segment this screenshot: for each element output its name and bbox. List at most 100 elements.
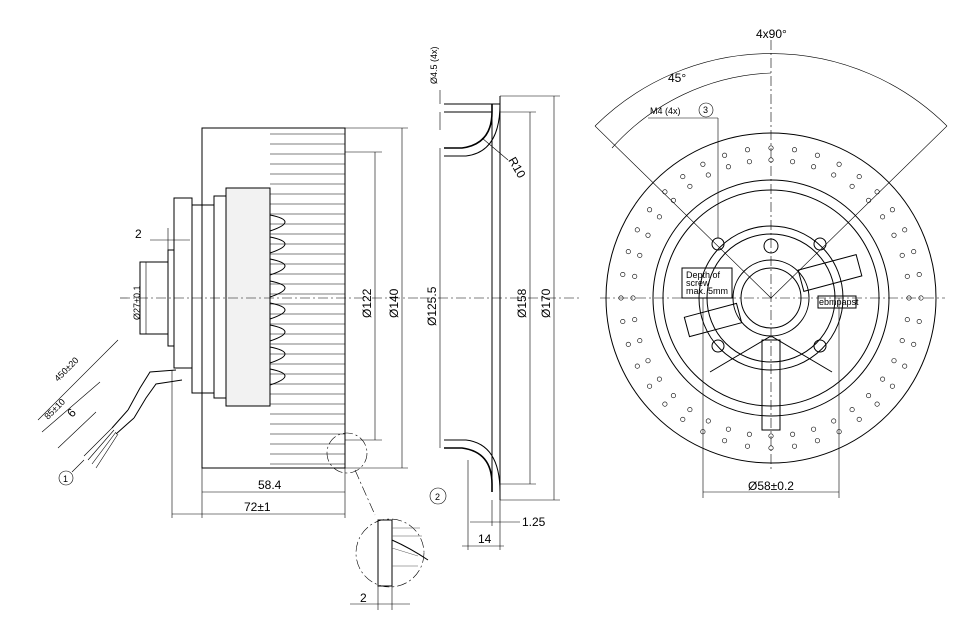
blade-hole	[811, 426, 817, 432]
blade-lines	[270, 133, 345, 465]
blade-hole	[856, 174, 862, 180]
arc-4x90	[594, 53, 948, 127]
depth-note-box	[681, 267, 733, 299]
label-len-72: 72±1	[244, 500, 271, 514]
blade-hole	[814, 438, 820, 444]
callout-2: 2	[435, 492, 440, 502]
dim-122-140: Ø122 Ø140	[345, 127, 408, 469]
front-view: Depth of screw max. 5mm ebmpapst 4x90° 4…	[594, 27, 948, 498]
detail-view-2: 2 2	[350, 487, 447, 610]
blade-hole	[662, 189, 668, 195]
label-dim-2-bottom: 2	[360, 591, 367, 605]
rotor-fin	[269, 280, 286, 298]
backplate	[225, 187, 271, 407]
label-dia-158: Ø158	[515, 288, 529, 318]
blade-hole	[725, 426, 731, 432]
blade-hole	[831, 172, 837, 178]
dim-cable: 450±20 85±10 6 1	[37, 339, 119, 486]
screw-hole-4	[813, 339, 827, 353]
arc-45	[611, 72, 772, 149]
label-dim-2-top: 2	[135, 227, 142, 241]
blade-hole	[899, 252, 905, 258]
label-wire-len: 6	[64, 405, 79, 420]
dim-hub: 2 Ø27±0.1	[132, 227, 190, 335]
screw-hole-2	[813, 237, 827, 251]
blade-hole	[680, 174, 686, 180]
blade-hole	[630, 295, 636, 301]
blade-hole	[849, 407, 855, 413]
label-dia-170: Ø170	[539, 288, 553, 318]
note-depth-line1: Depth of	[686, 270, 721, 280]
label-mount-hole: Ø4.5 (4x)	[429, 46, 439, 84]
blade-hole	[620, 271, 626, 277]
detail-circle	[326, 432, 368, 474]
blade-hole	[866, 393, 872, 399]
ring-profile-bottom	[444, 447, 493, 492]
blade-hole	[634, 227, 640, 233]
label-angle-45: 45°	[668, 71, 686, 85]
label-plate-1	[797, 253, 863, 293]
blade-hole	[620, 318, 626, 324]
blade-hole	[791, 443, 797, 449]
blade-hole	[911, 249, 917, 255]
callout-2-circle	[429, 487, 447, 505]
label-dia-125-5: Ø125.5	[425, 286, 439, 326]
blade-hole	[874, 189, 880, 195]
blade-hole	[687, 183, 693, 189]
side-view: Ø122 Ø140 58.4 72±1 2 Ø27±0.1	[37, 127, 420, 518]
detail-leader	[354, 469, 376, 516]
label-hub-dia: Ø27±0.1	[132, 286, 142, 320]
blade-hole	[811, 164, 817, 170]
label-dia-58: Ø58±0.2	[748, 479, 794, 493]
blade-hole	[916, 271, 922, 277]
blade-hole	[662, 401, 668, 407]
blade-hole	[634, 363, 640, 369]
blade-hole	[687, 407, 693, 413]
blade-hole	[680, 416, 686, 422]
blade-hole	[647, 383, 653, 389]
blade-hole	[902, 363, 908, 369]
blade-hole	[656, 214, 662, 220]
blade-hole	[744, 147, 750, 153]
label-len-58-4: 58.4	[258, 478, 282, 492]
label-dim-1-25: 1.25	[522, 515, 546, 529]
blade-hole	[625, 341, 631, 347]
callout-1-circle	[58, 470, 74, 486]
blade-hole	[849, 183, 855, 189]
blade-hole	[705, 172, 711, 178]
blade-hole	[705, 418, 711, 424]
cable-outlet	[761, 339, 781, 431]
inlet-ring-section: Ø4.5 (4x) R10 Ø125.5 Ø158 Ø170 1.25 14	[420, 46, 580, 550]
motor-rotor	[191, 204, 215, 394]
blade-hole	[722, 152, 728, 158]
brand-box	[817, 295, 857, 309]
blade-hole	[916, 318, 922, 324]
blade-hole	[744, 443, 750, 449]
callout-3: 3	[703, 105, 708, 115]
detail-2-circle	[355, 518, 425, 588]
rotor-fin	[269, 324, 286, 342]
screw-hole-3	[711, 339, 725, 353]
blade-hole	[645, 358, 651, 364]
rotor-fin	[269, 346, 286, 364]
rotor-fin	[269, 236, 286, 254]
rotor-fin	[269, 302, 286, 320]
blade-hole	[904, 273, 910, 279]
blade-hole	[814, 152, 820, 158]
blade-hole	[911, 341, 917, 347]
blade-hole	[836, 161, 842, 167]
blade-hole	[637, 338, 643, 344]
blade-hole	[904, 317, 910, 323]
detail-2-section	[377, 519, 393, 587]
blade-hole	[637, 252, 643, 258]
blade-hole	[746, 431, 752, 437]
blade-hole	[725, 164, 731, 170]
blade-hole	[891, 358, 897, 364]
blade-hole	[791, 147, 797, 153]
blade-hole	[874, 401, 880, 407]
screw-hole-1	[711, 237, 725, 251]
blade-hole	[889, 383, 895, 389]
callout-3-circle	[698, 102, 714, 118]
dim-length: 58.4 72±1	[171, 370, 346, 518]
